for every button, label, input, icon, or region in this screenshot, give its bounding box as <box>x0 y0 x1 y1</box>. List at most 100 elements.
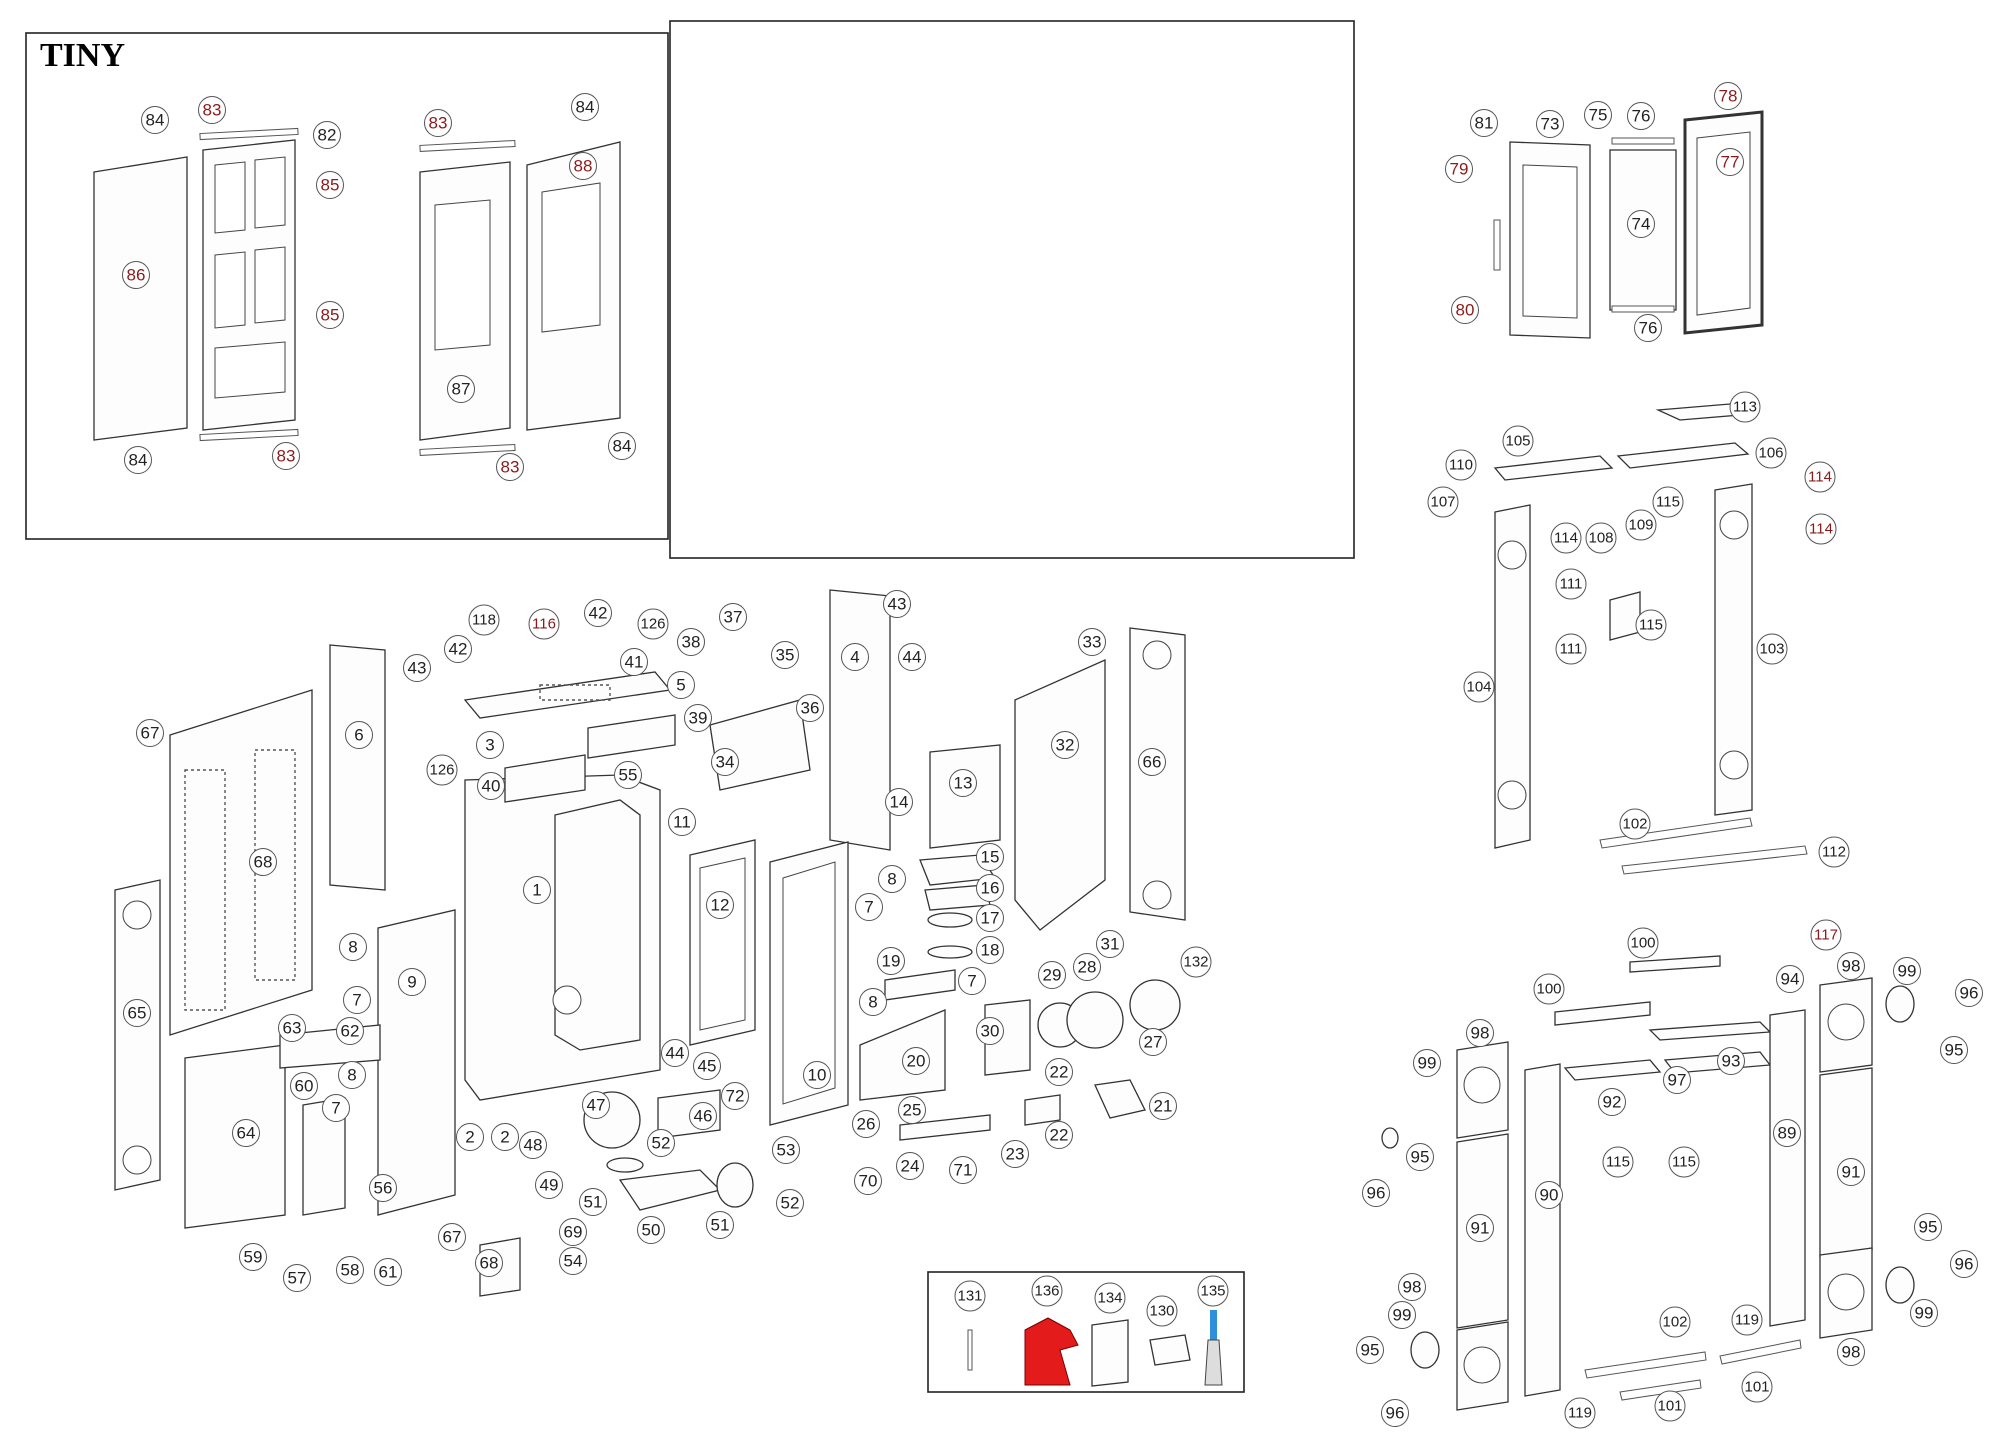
callout-label: 100 <box>1630 935 1655 952</box>
callout-label: 6 <box>354 726 363 745</box>
tiny-frame-82 <box>202 139 296 431</box>
knob-99-top <box>1885 985 1915 1023</box>
callout-67: 67 <box>438 1223 466 1251</box>
callout-107: 107 <box>1427 486 1459 518</box>
callout-label: 89 <box>1778 1124 1797 1143</box>
callout-label: 31 <box>1101 935 1120 954</box>
callout-92: 92 <box>1598 1088 1626 1116</box>
callout-44: 44 <box>661 1039 689 1067</box>
callout-69: 69 <box>559 1218 587 1246</box>
callout-label: 76 <box>1632 107 1651 126</box>
callout-52: 52 <box>776 1189 804 1217</box>
callout-79: 79 <box>1445 155 1473 183</box>
cap-96-left <box>1381 1127 1399 1149</box>
ring-51-right <box>716 1162 754 1208</box>
callout-91: 91 <box>1837 1158 1865 1186</box>
callout-label: 40 <box>482 777 501 796</box>
callout-label: 68 <box>254 853 273 872</box>
callout-100: 100 <box>1627 927 1659 959</box>
tiny-strip-83-bottom-right <box>419 443 516 456</box>
callout-111: 111 <box>1555 633 1587 665</box>
tiny-door-87 <box>419 161 511 441</box>
callout-label: 102 <box>1662 1314 1687 1331</box>
flange-22 <box>1024 1094 1061 1126</box>
callout-95: 95 <box>1940 1036 1968 1064</box>
callout-134: 134 <box>1094 1282 1126 1314</box>
callout-label: 110 <box>1449 457 1473 474</box>
callout-114: 114 <box>1805 513 1837 545</box>
callout-label: 16 <box>981 879 1000 898</box>
callout-label: 59 <box>244 1248 263 1267</box>
callout-115: 115 <box>1652 486 1684 518</box>
callout-label: 84 <box>129 451 148 470</box>
callout-label: 101 <box>1657 1398 1682 1415</box>
spatula-blade-135 <box>1204 1339 1223 1386</box>
scraper-130 <box>1149 1334 1191 1366</box>
callout-45: 45 <box>693 1052 721 1080</box>
callout-label: 64 <box>237 1124 256 1143</box>
callout-label: 84 <box>576 98 595 117</box>
callout-76: 76 <box>1634 314 1662 342</box>
panel-98-bottom-left <box>1456 1321 1509 1411</box>
callout-78: 78 <box>1714 82 1742 110</box>
callout-label: 27 <box>1144 1033 1163 1052</box>
callout-label: 2 <box>465 1128 474 1147</box>
stove-body-1 <box>464 774 661 1101</box>
callout-label: 43 <box>408 659 427 678</box>
callout-label: 5 <box>676 676 685 695</box>
callout-99: 99 <box>1893 957 1921 985</box>
callout-102: 102 <box>1659 1306 1691 1338</box>
callout-90: 90 <box>1535 1181 1563 1209</box>
bar-101-right <box>1719 1339 1802 1365</box>
callout-label: 71 <box>954 1161 973 1180</box>
callout-76: 76 <box>1627 102 1655 130</box>
knob-99-bottom <box>1885 1266 1915 1304</box>
callout-7: 7 <box>855 893 883 921</box>
callout-label: 56 <box>374 1179 393 1198</box>
callout-label: 98 <box>1842 1343 1861 1362</box>
callout-label: 95 <box>1361 1341 1380 1360</box>
callout-91: 91 <box>1466 1214 1494 1242</box>
callout-136: 136 <box>1031 1275 1063 1307</box>
callout-99: 99 <box>1413 1049 1441 1077</box>
callout-label: 136 <box>1034 1283 1059 1300</box>
callout-label: 54 <box>564 1252 583 1271</box>
callout-label: 13 <box>954 774 973 793</box>
callout-8: 8 <box>339 933 367 961</box>
callout-42: 42 <box>584 599 612 627</box>
callout-132: 132 <box>1180 946 1212 978</box>
callout-label: 26 <box>857 1115 876 1134</box>
callout-51: 51 <box>579 1188 607 1216</box>
callout-label: 36 <box>801 699 820 718</box>
callout-label: 108 <box>1588 530 1613 547</box>
callout-110: 110 <box>1445 449 1477 481</box>
panel-98-top-left <box>1456 1041 1509 1139</box>
part-21 <box>1094 1079 1146 1119</box>
callout-label: 104 <box>1466 679 1491 696</box>
callout-118: 118 <box>468 604 500 636</box>
callout-74: 74 <box>1627 210 1655 238</box>
callout-11: 11 <box>668 808 696 836</box>
callout-49: 49 <box>535 1171 563 1199</box>
callout-label: 65 <box>128 1004 147 1023</box>
callout-label: 43 <box>888 595 907 614</box>
callout-label: 134 <box>1097 1290 1122 1307</box>
callout-label: 95 <box>1945 1041 1964 1060</box>
callout-62: 62 <box>336 1017 364 1045</box>
callout-label: 68 <box>480 1254 499 1273</box>
callout-104: 104 <box>1463 671 1495 703</box>
callout-35: 35 <box>771 641 799 669</box>
callout-81: 81 <box>1470 109 1498 137</box>
callout-98: 98 <box>1837 952 1865 980</box>
bar-112 <box>1621 845 1808 875</box>
callout-12: 12 <box>706 891 734 919</box>
callout-33: 33 <box>1078 628 1106 656</box>
part-18 <box>927 945 973 959</box>
glove-136 <box>1024 1317 1079 1386</box>
callout-label: 42 <box>589 604 608 623</box>
callout-83: 83 <box>424 109 452 137</box>
callout-label: 7 <box>864 898 873 917</box>
callout-46: 46 <box>689 1102 717 1130</box>
callout-99: 99 <box>1910 1299 1938 1327</box>
